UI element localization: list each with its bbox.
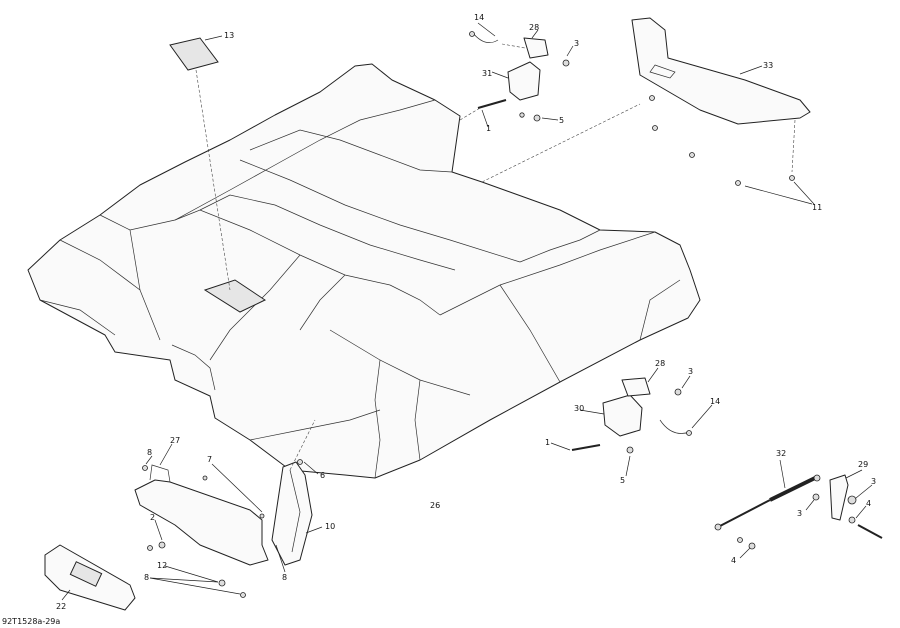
callout-8-a: 8 [147, 448, 152, 457]
callout-27: 27 [170, 436, 180, 445]
callout-3-strut-b: 3 [797, 509, 802, 518]
callout-8-b: 8 [282, 573, 287, 582]
callout-28-top: 28 [529, 23, 539, 32]
callout-29: 29 [858, 460, 868, 469]
part-11-hardware [481, 95, 815, 205]
part-32-strut [714, 459, 883, 559]
callout-14-top: 14 [474, 13, 484, 22]
callout-8-c: 8 [144, 573, 149, 582]
callout-5-top: 5 [559, 116, 564, 125]
callout-3-right: 3 [688, 367, 693, 376]
callout-28-right: 28 [655, 359, 665, 368]
callout-4-strut-b: 4 [731, 556, 736, 565]
part-10-strap [271, 419, 323, 573]
right-bracket-assembly [550, 367, 713, 477]
callout-22: 22 [56, 602, 66, 611]
callout-5-right: 5 [620, 476, 625, 485]
callout-10: 10 [325, 522, 335, 531]
part-27-plate [134, 443, 269, 598]
callout-1-right: 1 [545, 438, 550, 447]
callout-labels: 13 14 28 3 31 1 5 33 11 28 3 30 14 1 5 3… [56, 13, 876, 611]
part-13-decal [169, 35, 231, 291]
callout-4-strut-a: 4 [866, 499, 871, 508]
diagram-code: 92T1528a-29a [2, 617, 60, 626]
callout-1-top: 1 [486, 124, 491, 133]
callout-14-right: 14 [710, 397, 720, 406]
callout-3-strut-a: 3 [871, 477, 876, 486]
callout-2: 2 [150, 513, 155, 522]
part-33-bracket [631, 17, 811, 125]
callout-33: 33 [763, 61, 773, 70]
callout-11: 11 [812, 203, 822, 212]
top-bracket-assembly [459, 22, 574, 128]
part-22-panel [44, 544, 136, 611]
callout-12: 12 [157, 561, 167, 570]
part-26-hood [27, 63, 701, 479]
callout-3-top: 3 [574, 39, 579, 48]
callout-30: 30 [574, 404, 584, 413]
callout-6: 6 [320, 471, 325, 480]
callout-26: 26 [430, 501, 440, 510]
callout-32: 32 [776, 449, 786, 458]
callout-7: 7 [207, 455, 212, 464]
callout-13: 13 [224, 31, 234, 40]
callout-31: 31 [482, 69, 492, 78]
